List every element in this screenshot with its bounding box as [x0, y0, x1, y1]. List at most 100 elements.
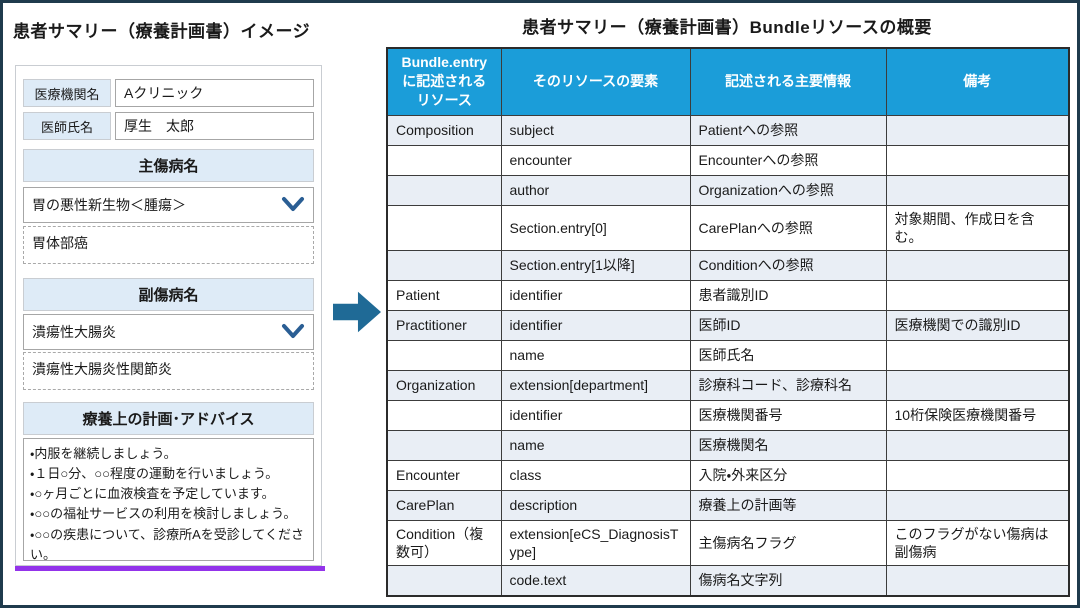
cell-info: 主傷病名フラグ — [689, 519, 887, 567]
cell-note — [885, 339, 1070, 371]
cell-note — [885, 459, 1070, 491]
main-disease-select[interactable]: 胃の悪性新生物＜腫瘍＞ — [23, 187, 314, 223]
cell-resource — [386, 249, 502, 281]
cell-element: extension[department] — [500, 369, 691, 401]
cell-note — [885, 489, 1070, 521]
sub-disease-secondary: 潰瘍性大腸炎性関節炎 — [32, 361, 172, 377]
table-row: Section.entry[1以降]Conditionへの参照 — [386, 249, 1070, 281]
table-row: Condition（複数可）extension[eCS_DiagnosisTyp… — [386, 519, 1070, 567]
cell-element: author — [500, 174, 691, 206]
main-disease-primary: 胃の悪性新生物＜腫瘍＞ — [32, 197, 186, 213]
chevron-down-icon[interactable] — [281, 196, 305, 214]
cell-element: Section.entry[0] — [500, 204, 691, 251]
cell-element: identifier — [500, 279, 691, 311]
cell-note — [885, 144, 1070, 176]
cell-element: class — [500, 459, 691, 491]
medical-institution-label: 医療機関名 — [23, 79, 111, 107]
cell-info: 医師ID — [689, 309, 887, 341]
cell-info: 患者識別ID — [689, 279, 887, 311]
cell-element: extension[eCS_DiagnosisType] — [500, 519, 691, 567]
cell-info: Conditionへの参照 — [689, 249, 887, 281]
header-info: 記述される主要情報 — [689, 47, 887, 116]
cell-resource — [386, 429, 502, 461]
cell-resource — [386, 174, 502, 206]
cell-note — [885, 369, 1070, 401]
cell-resource — [386, 339, 502, 371]
cell-resource: CarePlan — [386, 489, 502, 521]
sub-disease-header: 副傷病名 — [23, 278, 314, 311]
main-disease-header: 主傷病名 — [23, 149, 314, 182]
header-resource: Bundle.entry に記述される リソース — [386, 47, 502, 116]
care-plan-advice-header: 療養上の計画･アドバイス — [23, 402, 314, 435]
sub-disease-primary: 潰瘍性大腸炎 — [32, 324, 116, 340]
cell-note: 医療機関での識別ID — [885, 309, 1070, 341]
cell-note — [885, 249, 1070, 281]
care-plan-advice-text[interactable]: ・内服を継続しましょう。 ・１日○分、○○程度の運動を行いましょう。 ・○ヶ月ご… — [23, 438, 314, 561]
cell-element: identifier — [500, 399, 691, 431]
medical-institution-input[interactable]: Aクリニック — [115, 79, 314, 107]
sub-disease-secondary-box[interactable]: 潰瘍性大腸炎性関節炎 — [23, 352, 314, 390]
cell-element: identifier — [500, 309, 691, 341]
cell-info: 医療機関名 — [689, 429, 887, 461]
cell-element: name — [500, 429, 691, 461]
left-panel-title: 患者サマリー（療養計画書）イメージ — [13, 22, 311, 41]
cell-info: 傷病名文字列 — [689, 565, 887, 597]
cell-note: 10桁保険医療機関番号 — [885, 399, 1070, 431]
chevron-down-icon[interactable] — [281, 323, 305, 341]
cell-info: Organizationへの参照 — [689, 174, 887, 206]
doctor-name-label: 医師氏名 — [23, 112, 111, 140]
cell-element: name — [500, 339, 691, 371]
header-note: 備考 — [885, 47, 1070, 116]
cell-info: CarePlanへの参照 — [689, 204, 887, 251]
cell-info: 診療科コード、診療科名 — [689, 369, 887, 401]
cell-info: 療養上の計画等 — [689, 489, 887, 521]
cell-resource — [386, 399, 502, 431]
doctor-name-input[interactable]: 厚生 太郎 — [115, 112, 314, 140]
patient-summary-form: 医療機関名 Aクリニック 医師氏名 厚生 太郎 主傷病名 胃の悪性新生物＜腫瘍＞… — [15, 65, 322, 566]
cell-note — [885, 114, 1070, 146]
medical-institution-row: 医療機関名 Aクリニック — [23, 79, 314, 107]
cell-note — [885, 279, 1070, 311]
doctor-name-row: 医師氏名 厚生 太郎 — [23, 112, 314, 140]
purple-underline — [15, 566, 325, 571]
cell-note: 対象期間、作成日を含む。 — [885, 204, 1070, 251]
cell-info: 入院・外来区分 — [689, 459, 887, 491]
sub-disease-select[interactable]: 潰瘍性大腸炎 — [23, 314, 314, 350]
right-arrow-icon — [333, 291, 381, 333]
cell-note: このフラグがない傷病は副傷病 — [885, 519, 1070, 567]
cell-resource: Practitioner — [386, 309, 502, 341]
cell-note — [885, 565, 1070, 597]
cell-info: Encounterへの参照 — [689, 144, 887, 176]
cell-info: 医師氏名 — [689, 339, 887, 371]
table-header-row: Bundle.entry に記述される リソース そのリソースの要素 記述される… — [386, 47, 1070, 116]
cell-resource: Patient — [386, 279, 502, 311]
main-disease-secondary: 胃体部癌 — [32, 235, 88, 251]
bundle-resource-table: Bundle.entry に記述される リソース そのリソースの要素 記述される… — [386, 47, 1070, 597]
cell-info: Patientへの参照 — [689, 114, 887, 146]
cell-resource — [386, 204, 502, 251]
cell-element: description — [500, 489, 691, 521]
cell-note — [885, 429, 1070, 461]
main-disease-secondary-box[interactable]: 胃体部癌 — [23, 226, 314, 264]
cell-element: Section.entry[1以降] — [500, 249, 691, 281]
bundle-table-title: 患者サマリー（療養計画書）Bundleリソースの概要 — [522, 18, 932, 37]
cell-element: encounter — [500, 144, 691, 176]
cell-element: subject — [500, 114, 691, 146]
cell-resource — [386, 565, 502, 597]
cell-resource: Encounter — [386, 459, 502, 491]
cell-resource: Composition — [386, 114, 502, 146]
